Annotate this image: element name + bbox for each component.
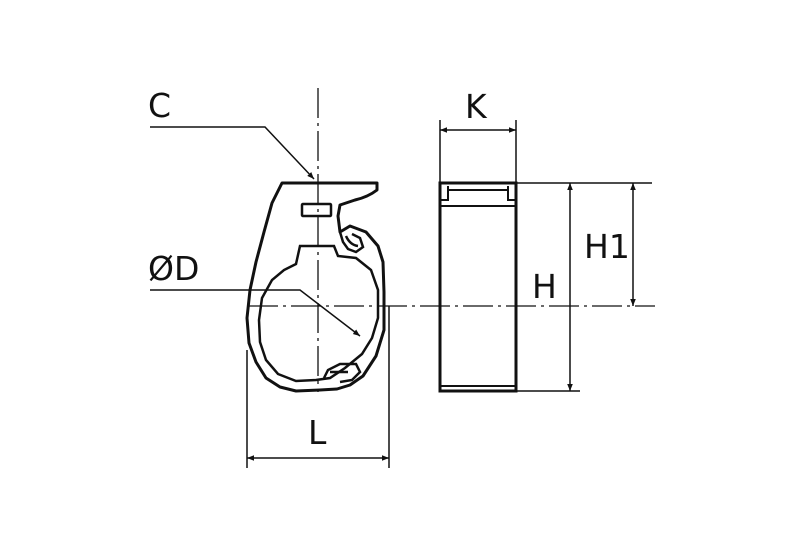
clip-slot: [300, 202, 333, 218]
dimension-h-label: H: [532, 267, 557, 306]
latch-hook: [338, 231, 365, 254]
dimension-k-label: K: [465, 87, 488, 126]
dimension-d: ØD: [148, 249, 361, 337]
dimension-c-label: C: [148, 86, 171, 125]
front-view-inner-lines: [440, 186, 516, 387]
dimension-d-label: ØD: [148, 249, 199, 288]
dimension-h: H: [516, 182, 580, 392]
clip-outer-contour: [245, 181, 386, 393]
clip-front-view: [438, 181, 518, 393]
dimension-h1-label: H1: [584, 227, 630, 266]
dimension-k: K: [439, 87, 517, 183]
center-lines: [248, 88, 655, 392]
dimension-d-leader: [150, 289, 361, 337]
bottom-latch: [322, 362, 362, 384]
dimension-l-label: L: [308, 413, 327, 452]
dimension-l: L: [246, 306, 390, 468]
clip-side-view: [245, 181, 386, 393]
dimension-c: C: [148, 86, 315, 180]
dimension-c-leader: [150, 126, 315, 180]
dimension-h1: H1: [580, 182, 652, 306]
front-view-outline: [438, 181, 518, 393]
